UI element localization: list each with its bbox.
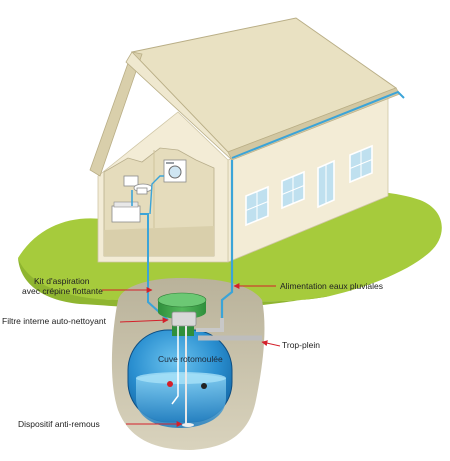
door [317, 159, 335, 209]
window-2 [281, 170, 305, 210]
gutter-pipe [231, 90, 405, 159]
roof-front-edge [89, 51, 143, 177]
tank-lid [157, 292, 207, 319]
arrow-trop-plein [261, 340, 281, 347]
floating-strainer [167, 381, 173, 387]
arrow-filtre [119, 317, 169, 324]
inlet-pipe [196, 318, 224, 332]
float-ball [201, 383, 207, 389]
label-dispositif: Dispositif anti-remous [18, 419, 100, 429]
washing-machine-icon [163, 159, 187, 183]
label-cuve: Cuve rotomoulée [158, 354, 223, 364]
window-1 [245, 185, 269, 227]
label-kit-aspiration-line2: avec crépine flottante [22, 286, 103, 296]
toilet-icon [123, 175, 153, 195]
label-filtre: Filtre interne auto-nettoyant [2, 316, 106, 326]
pump-icon [111, 201, 141, 223]
downpipe [220, 160, 234, 318]
suction-hose [171, 326, 179, 405]
internal-filter [171, 311, 197, 327]
label-alimentation: Alimentation eaux pluviales [280, 281, 384, 291]
label-trop-plein: Trop-plein [282, 340, 320, 350]
window-3 [349, 144, 373, 184]
label-kit-aspiration: Kit d'aspiration [34, 276, 90, 286]
